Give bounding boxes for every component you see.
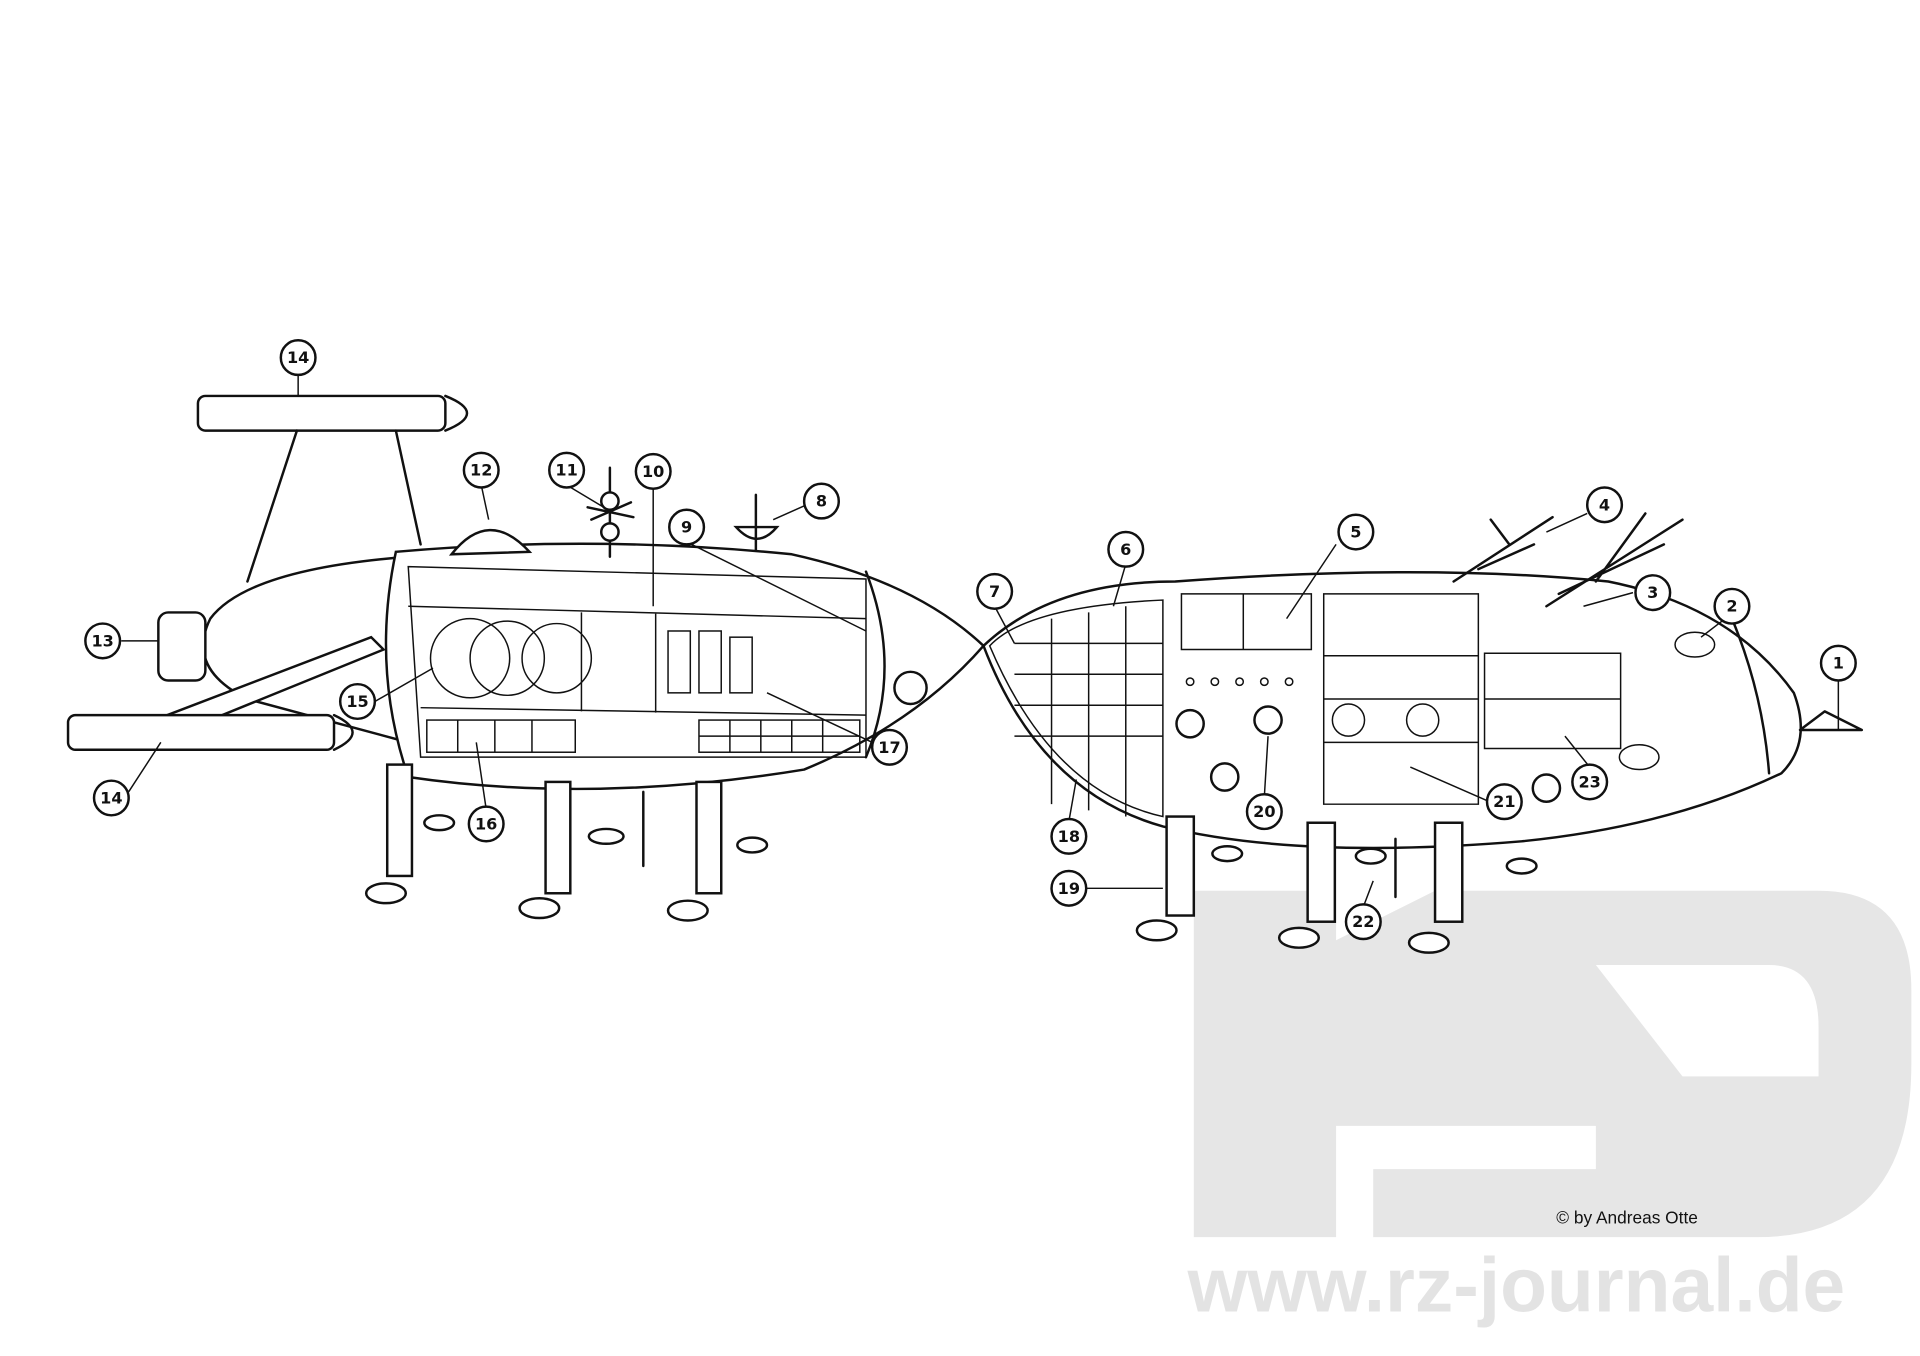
callout-5: 5 <box>1337 513 1375 551</box>
callout-number: 16 <box>475 814 497 833</box>
callout-7: 7 <box>976 572 1014 610</box>
callout-number: 20 <box>1253 802 1275 821</box>
callout-number: 18 <box>1058 827 1080 846</box>
watermark-logo: www.rz-journal.de <box>1187 890 1912 1328</box>
callout-number: 14 <box>100 788 122 807</box>
watermark-text: www.rz-journal.de <box>1187 1243 1846 1328</box>
callout-number: 13 <box>91 631 113 650</box>
callout-number: 5 <box>1350 523 1361 542</box>
callout-circle <box>92 779 130 817</box>
landing-legs <box>364 763 769 922</box>
callout-circle <box>1485 783 1523 821</box>
callout-circle <box>1337 513 1375 551</box>
callout-8: 8 <box>802 482 840 520</box>
callout-circle <box>1050 817 1088 855</box>
callout-circle <box>1585 486 1624 524</box>
callout-9: 9 <box>668 508 706 546</box>
callout-number: 2 <box>1726 597 1737 616</box>
callout-4: 4 <box>1585 486 1624 524</box>
rear-module <box>66 394 986 922</box>
callout-19: 19 <box>1050 869 1088 907</box>
callout-number: 6 <box>1120 540 1131 559</box>
callout-16: 16 <box>467 805 505 843</box>
leader-lines <box>121 372 1840 908</box>
callout-number: 23 <box>1579 772 1601 791</box>
callout-number: 14 <box>287 348 309 367</box>
callout-number: 12 <box>470 461 492 480</box>
callout-11: 11 <box>548 451 586 489</box>
callout-number: 9 <box>681 518 692 537</box>
callout-6: 6 <box>1107 530 1145 568</box>
callout-circle <box>467 805 505 843</box>
landing-legs-front <box>1135 815 1538 954</box>
callout-13: 13 <box>84 622 122 660</box>
callout-circle <box>462 451 500 489</box>
callout-14: 14 <box>92 779 130 817</box>
callout-circle <box>1344 903 1382 941</box>
callout-circle <box>1819 644 1857 682</box>
callout-number: 21 <box>1493 792 1515 811</box>
callout-10: 10 <box>634 452 672 490</box>
front-module <box>982 512 1864 954</box>
copyright: © by Andreas Otte <box>1556 1208 1698 1228</box>
callout-circle <box>279 339 317 377</box>
callout-circle <box>1050 869 1088 907</box>
callout-circle <box>634 452 672 490</box>
callout-circle <box>668 508 706 546</box>
callout-number: 15 <box>346 692 368 711</box>
callout-number: 19 <box>1058 879 1080 898</box>
callout-number: 17 <box>878 738 900 757</box>
callout-15: 15 <box>338 682 377 721</box>
callout-21: 21 <box>1485 783 1523 821</box>
callout-20: 20 <box>1245 793 1283 831</box>
callout-circle <box>548 451 586 489</box>
callout-circle <box>84 622 122 660</box>
callout-circle <box>870 728 909 766</box>
callout-circle <box>976 572 1014 610</box>
callout-1: 1 <box>1819 644 1857 682</box>
callout-23: 23 <box>1571 763 1609 801</box>
callout-number: 4 <box>1599 495 1610 514</box>
callout-circle <box>1107 530 1145 568</box>
callout-3: 3 <box>1634 574 1672 612</box>
callout-circle <box>1245 793 1283 831</box>
callout-17: 17 <box>870 728 909 766</box>
callout-circle <box>338 682 377 721</box>
callout-2: 2 <box>1713 587 1751 625</box>
callout-14: 14 <box>279 339 317 377</box>
callout-number: 10 <box>642 462 664 481</box>
callout-number: 3 <box>1647 583 1658 602</box>
callout-circle <box>1571 763 1609 801</box>
callout-circle <box>802 482 840 520</box>
callout-number: 7 <box>989 582 1000 601</box>
callout-12: 12 <box>462 451 500 489</box>
callout-18: 18 <box>1050 817 1088 855</box>
callout-number: 8 <box>816 492 827 511</box>
callout-number: 11 <box>555 461 577 480</box>
callout-circle <box>1713 587 1751 625</box>
callout-circle <box>1634 574 1672 612</box>
callout-22: 22 <box>1344 903 1382 941</box>
callout-number: 22 <box>1352 912 1374 931</box>
callout-number: 1 <box>1833 654 1844 673</box>
